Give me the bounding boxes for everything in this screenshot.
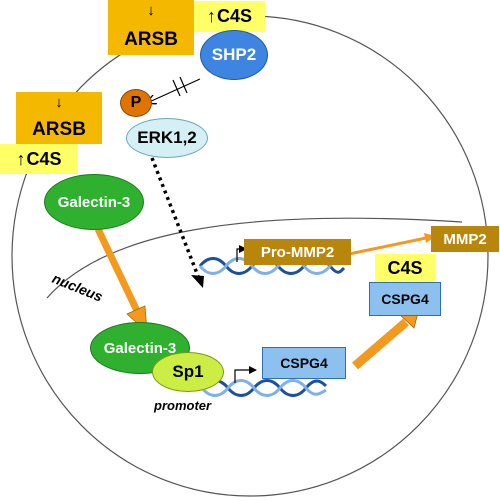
down-arrow-icon: ↓ bbox=[55, 94, 63, 111]
sp1-label: Sp1 bbox=[172, 362, 204, 381]
arsb-top-label: ARSB bbox=[124, 29, 178, 50]
cspg4-protein-label: CSPG4 bbox=[381, 291, 429, 307]
phospho-label: P bbox=[130, 94, 142, 111]
dna-helix-promoter-mmp2 bbox=[198, 257, 346, 275]
sp1-node: Sp1 bbox=[152, 352, 224, 392]
phospho-node: P bbox=[120, 89, 152, 117]
c4s-left-box: ↑ C4S bbox=[0, 144, 78, 174]
c4s-left-label: C4S bbox=[26, 148, 62, 169]
galectin3-cytoplasm-node: Galectin-3 bbox=[44, 174, 144, 230]
galectin3-cytoplasm-label: Galectin-3 bbox=[57, 193, 131, 211]
cspg4-gene-label: CSPG4 bbox=[280, 355, 328, 371]
cspg4-gene-box: CSPG4 bbox=[262, 347, 346, 379]
shp2-label: SHP2 bbox=[211, 45, 257, 64]
c4s-right-label: C4S bbox=[387, 257, 423, 278]
shp2-node: SHP2 bbox=[200, 30, 268, 80]
c4s-right-box: C4S bbox=[375, 254, 435, 282]
prommp2-to-mmp2-arrow bbox=[348, 233, 436, 256]
galectin3-nucleus-label: Galectin-3 bbox=[103, 339, 177, 357]
up-arrow-icon: ↑ bbox=[206, 6, 216, 26]
c4s-top-box: ↑ C4S bbox=[194, 1, 265, 32]
nuclear-membrane bbox=[46, 217, 463, 299]
erk-node: ERK1,2 bbox=[126, 118, 208, 158]
c4s-top-label: C4S bbox=[216, 6, 252, 26]
up-arrow-icon: ↑ bbox=[16, 148, 26, 169]
cspg4-protein-box: CSPG4 bbox=[369, 282, 441, 316]
erk-to-dna-dotted-arrow bbox=[150, 157, 200, 277]
arsb-left-box: ↓ ARSB bbox=[16, 92, 102, 144]
arsb-left-label: ARSB bbox=[32, 119, 86, 140]
shp2-to-p-arrow bbox=[147, 78, 201, 103]
mmp2-box: MMP2 bbox=[431, 226, 499, 252]
promoter-label: promoter bbox=[154, 398, 212, 413]
mmp2-label: MMP2 bbox=[443, 230, 487, 248]
down-arrow-icon: ↓ bbox=[147, 2, 155, 19]
erk-label: ERK1,2 bbox=[137, 128, 197, 147]
tss-arrow-cspg4 bbox=[234, 366, 257, 383]
tss-arrow-prommp2 bbox=[236, 245, 247, 262]
erk-arrowhead bbox=[191, 275, 204, 288]
galectin-translocation-arrow bbox=[94, 227, 148, 333]
pro-mmp2-box: Pro-MMP2 bbox=[244, 239, 351, 265]
inhibition-tick-2 bbox=[179, 76, 188, 94]
inhibition-tick-1 bbox=[172, 79, 181, 97]
dna-helix-cspg4 bbox=[200, 379, 328, 397]
arsb-top-box: ↓ ARSB bbox=[108, 0, 194, 55]
pro-mmp2-label: Pro-MMP2 bbox=[260, 243, 335, 261]
